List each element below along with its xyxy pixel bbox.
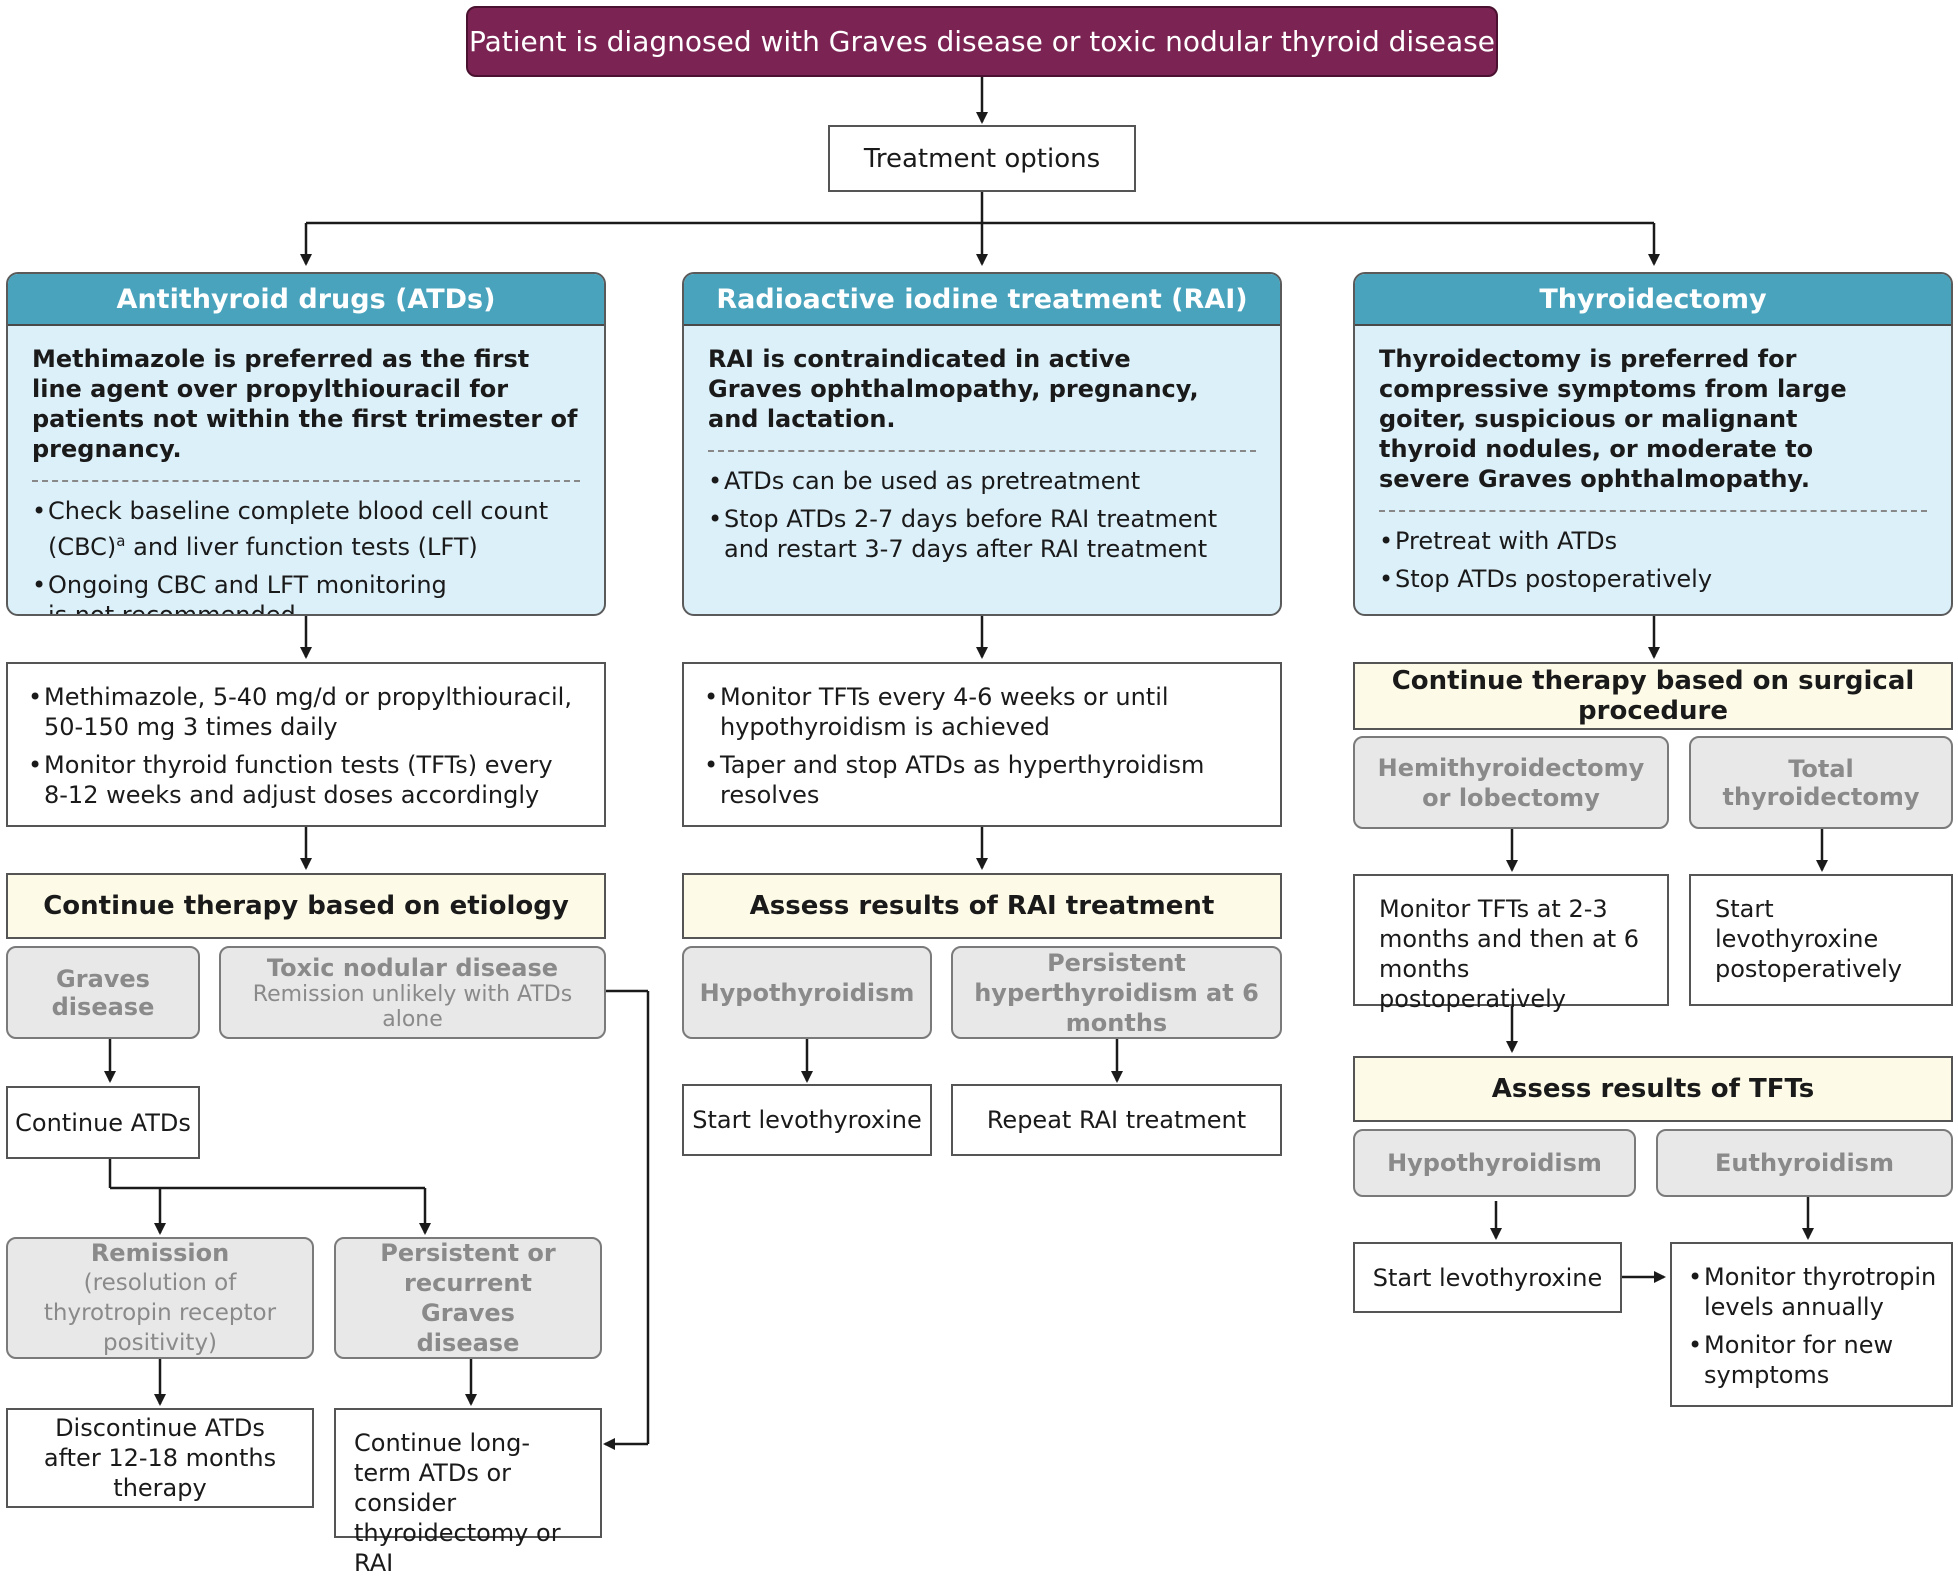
atd-tft-bullet: Monitor thyroid function tests (TFTs) ev… [28,750,584,810]
continue-atds-label: Continue ATDs [15,1108,191,1137]
start-levo-postop-box: Start levothyroxine postoperatively [1689,874,1953,1006]
rai-divider [708,450,1256,452]
atd-divider [32,480,580,482]
rai-lead-text: RAI is contraindicated in active Graves … [708,345,1199,433]
surgical-procedure-label: Continue therapy based on surgical proce… [1391,666,1915,726]
thy-hypothyroidism-box: Hypothyroidism [1353,1129,1636,1197]
continue-atds-box: Continue ATDs [6,1086,200,1159]
longterm-atds-box: Continue long-term ATDs or consider thyr… [334,1408,602,1577]
tft-assess-box: Assess results of TFTs [1353,1056,1953,1122]
rai-bullet-stop-atds: Stop ATDs 2-7 days before RAI treatment … [708,504,1258,564]
atd-etiology-label: Continue therapy based on etiology [43,891,569,921]
persistent-graves-label: Persistent or recurrent Graves disease [380,1239,556,1357]
discontinue-atds-label: Discontinue ATDs after 12-18 months ther… [43,1414,277,1502]
toxic-nodular-box: Toxic nodular disease Remission unlikely… [219,946,606,1039]
diagnosis-banner: Patient is diagnosed with Graves disease… [466,6,1498,77]
hemithyroidectomy-label: Hemithyroidectomy or lobectomy [1377,753,1645,812]
rai-taper-bullet: Taper and stop ATDs as hyperthyroidism r… [704,750,1260,810]
persistent-graves-box: Persistent or recurrent Graves disease [334,1237,602,1359]
rai-monitor-box: Monitor TFTs every 4-6 weeks or until hy… [682,662,1282,827]
thy-start-levo-label: Start levothyroxine [1372,1263,1603,1292]
new-symptoms-bullet: Monitor for new symptoms [1688,1330,1937,1390]
thyroidectomy-heading: Thyroidectomy [1355,274,1951,326]
remission-subtext: (resolution of thyrotropin receptor posi… [43,1270,277,1356]
thyroidectomy-bullet-pretreat: Pretreat with ATDs [1379,526,1927,556]
monitor-tfts-box: Monitor TFTs at 2-3 months and then at 6… [1353,874,1669,1013]
tft-assess-label: Assess results of TFTs [1491,1074,1815,1104]
rai-start-levo-label: Start levothyroxine [692,1106,922,1134]
rai-persistent-label: Persistent hyperthyroidism at 6 months [974,948,1259,1037]
rai-heading: Radioactive iodine treatment (RAI) [684,274,1280,326]
rai-repeat-box: Repeat RAI treatment [951,1084,1282,1156]
remission-box: Remission (resolution of thyrotropin rec… [6,1237,314,1359]
total-thyroidectomy-label: Total thyroidectomy [1722,754,1920,811]
remission-label: Remission [90,1239,230,1267]
thyroidectomy-lead-text: Thyroidectomy is preferred for compressi… [1379,345,1847,493]
thyroidectomy-bullet-stop: Stop ATDs postoperatively [1379,564,1927,594]
rai-panel: Radioactive iodine treatment (RAI) RAI i… [682,272,1282,616]
rai-repeat-label: Repeat RAI treatment [986,1106,1247,1134]
hemithyroidectomy-box: Hemithyroidectomy or lobectomy [1353,736,1669,829]
thy-start-levo-box: Start levothyroxine [1353,1242,1622,1313]
atd-bullet-baseline: Check baseline complete blood cell count… [32,496,592,562]
rai-persistent-box: Persistent hyperthyroidism at 6 months [951,946,1282,1039]
graves-disease-label: Graves disease [51,964,155,1021]
rai-hypothyroidism-label: Hypothyroidism [699,978,915,1007]
graves-disease-box: Graves disease [6,946,200,1039]
discontinue-atds-box: Discontinue ATDs after 12-18 months ther… [6,1408,314,1508]
toxic-nodular-label: Toxic nodular disease [266,953,559,982]
annual-monitor-box: Monitor thyrotropin levels annually Moni… [1670,1242,1953,1407]
total-thyroidectomy-box: Total thyroidectomy [1689,736,1953,829]
thyroidectomy-divider [1379,510,1927,512]
thyroidectomy-panel: Thyroidectomy Thyroidectomy is preferred… [1353,272,1953,616]
euthyroidism-label: Euthyroidism [1715,1149,1894,1177]
atd-dosing-box: Methimazole, 5-40 mg/d or propylthiourac… [6,662,606,827]
longterm-atds-label: Continue long-term ATDs or consider thyr… [354,1429,561,1577]
rai-start-levo-box: Start levothyroxine [682,1084,932,1156]
diagnosis-title: Patient is diagnosed with Graves disease… [468,25,1495,58]
atd-lead-text: Methimazole is preferred as the first li… [32,345,578,463]
treatment-options-box: Treatment options [828,125,1136,192]
atd-bullet-monitoring: Ongoing CBC and LFT monitoring is not re… [32,570,448,614]
atd-heading: Antithyroid drugs (ATDs) [8,274,604,326]
toxic-nodular-subtext: Remission unlikely with ATDs alone [252,981,573,1032]
rai-monitor-bullet: Monitor TFTs every 4-6 weeks or until hy… [704,682,1190,742]
euthyroidism-box: Euthyroidism [1656,1129,1953,1197]
flowchart-canvas: Patient is diagnosed with Graves disease… [0,0,1958,1544]
atd-etiology-box: Continue therapy based on etiology [6,873,606,939]
rai-assess-box: Assess results of RAI treatment [682,873,1282,939]
rai-assess-label: Assess results of RAI treatment [749,891,1215,921]
thy-hypothyroidism-label: Hypothyroidism [1387,1149,1602,1177]
rai-bullet-pretreatment: ATDs can be used as pretreatment [708,466,1258,496]
atd-panel: Antithyroid drugs (ATDs) Methimazole is … [6,272,606,616]
rai-hypothyroidism-box: Hypothyroidism [682,946,932,1039]
surgical-procedure-box: Continue therapy based on surgical proce… [1353,662,1953,730]
annual-thyrotropin-bullet: Monitor thyrotropin levels annually [1688,1262,1937,1322]
monitor-tfts-label: Monitor TFTs at 2-3 months and then at 6… [1379,895,1640,1013]
treatment-options-label: Treatment options [863,143,1101,174]
connector-lines [104,77,1828,1450]
start-levo-postop-label: Start levothyroxine postoperatively [1715,895,1903,983]
atd-dosing-bullet: Methimazole, 5-40 mg/d or propylthiourac… [28,682,584,742]
